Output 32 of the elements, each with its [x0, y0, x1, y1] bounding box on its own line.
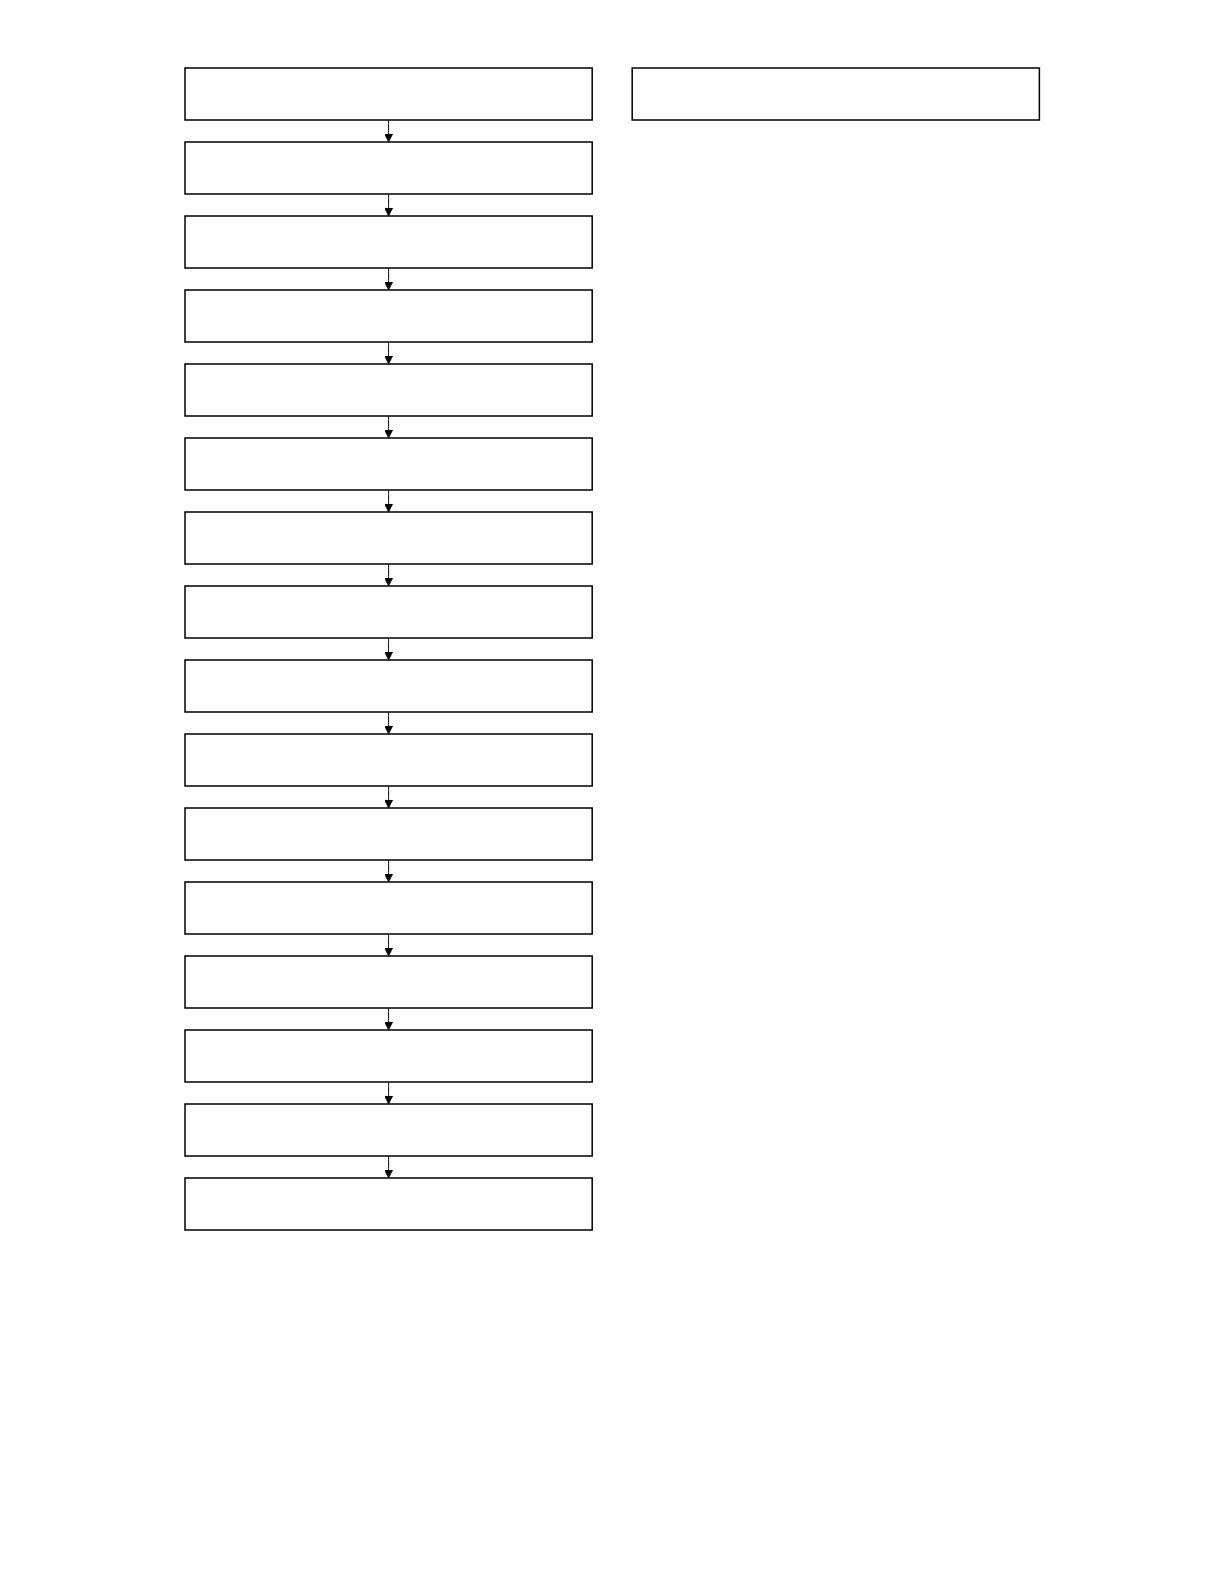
node-box	[184, 807, 593, 861]
node-box	[184, 1029, 593, 1083]
node-box	[184, 437, 593, 491]
node-box	[184, 511, 593, 565]
arrow	[384, 637, 393, 661]
arrow	[384, 415, 393, 439]
node-box	[184, 585, 593, 639]
arrow	[384, 711, 393, 735]
arrow	[384, 489, 393, 513]
arrow	[384, 341, 393, 365]
node-box	[184, 733, 593, 787]
arrow	[384, 563, 393, 587]
arrow	[384, 1007, 393, 1031]
node-box	[184, 363, 593, 417]
arrow	[384, 1155, 393, 1179]
arrow	[384, 267, 393, 291]
node-box	[184, 659, 593, 713]
arrow	[384, 119, 393, 143]
node-box	[184, 1177, 593, 1231]
node-box	[184, 955, 593, 1009]
arrow	[384, 193, 393, 217]
arrow	[384, 859, 393, 883]
node-box	[184, 1103, 593, 1157]
node-box	[184, 881, 593, 935]
arrow	[384, 785, 393, 809]
node-box	[184, 141, 593, 195]
arrow	[384, 1081, 393, 1105]
arrow	[384, 933, 393, 957]
node-box	[184, 289, 593, 343]
node-box	[631, 67, 1040, 121]
node-box	[184, 215, 593, 269]
node-box	[184, 67, 593, 121]
